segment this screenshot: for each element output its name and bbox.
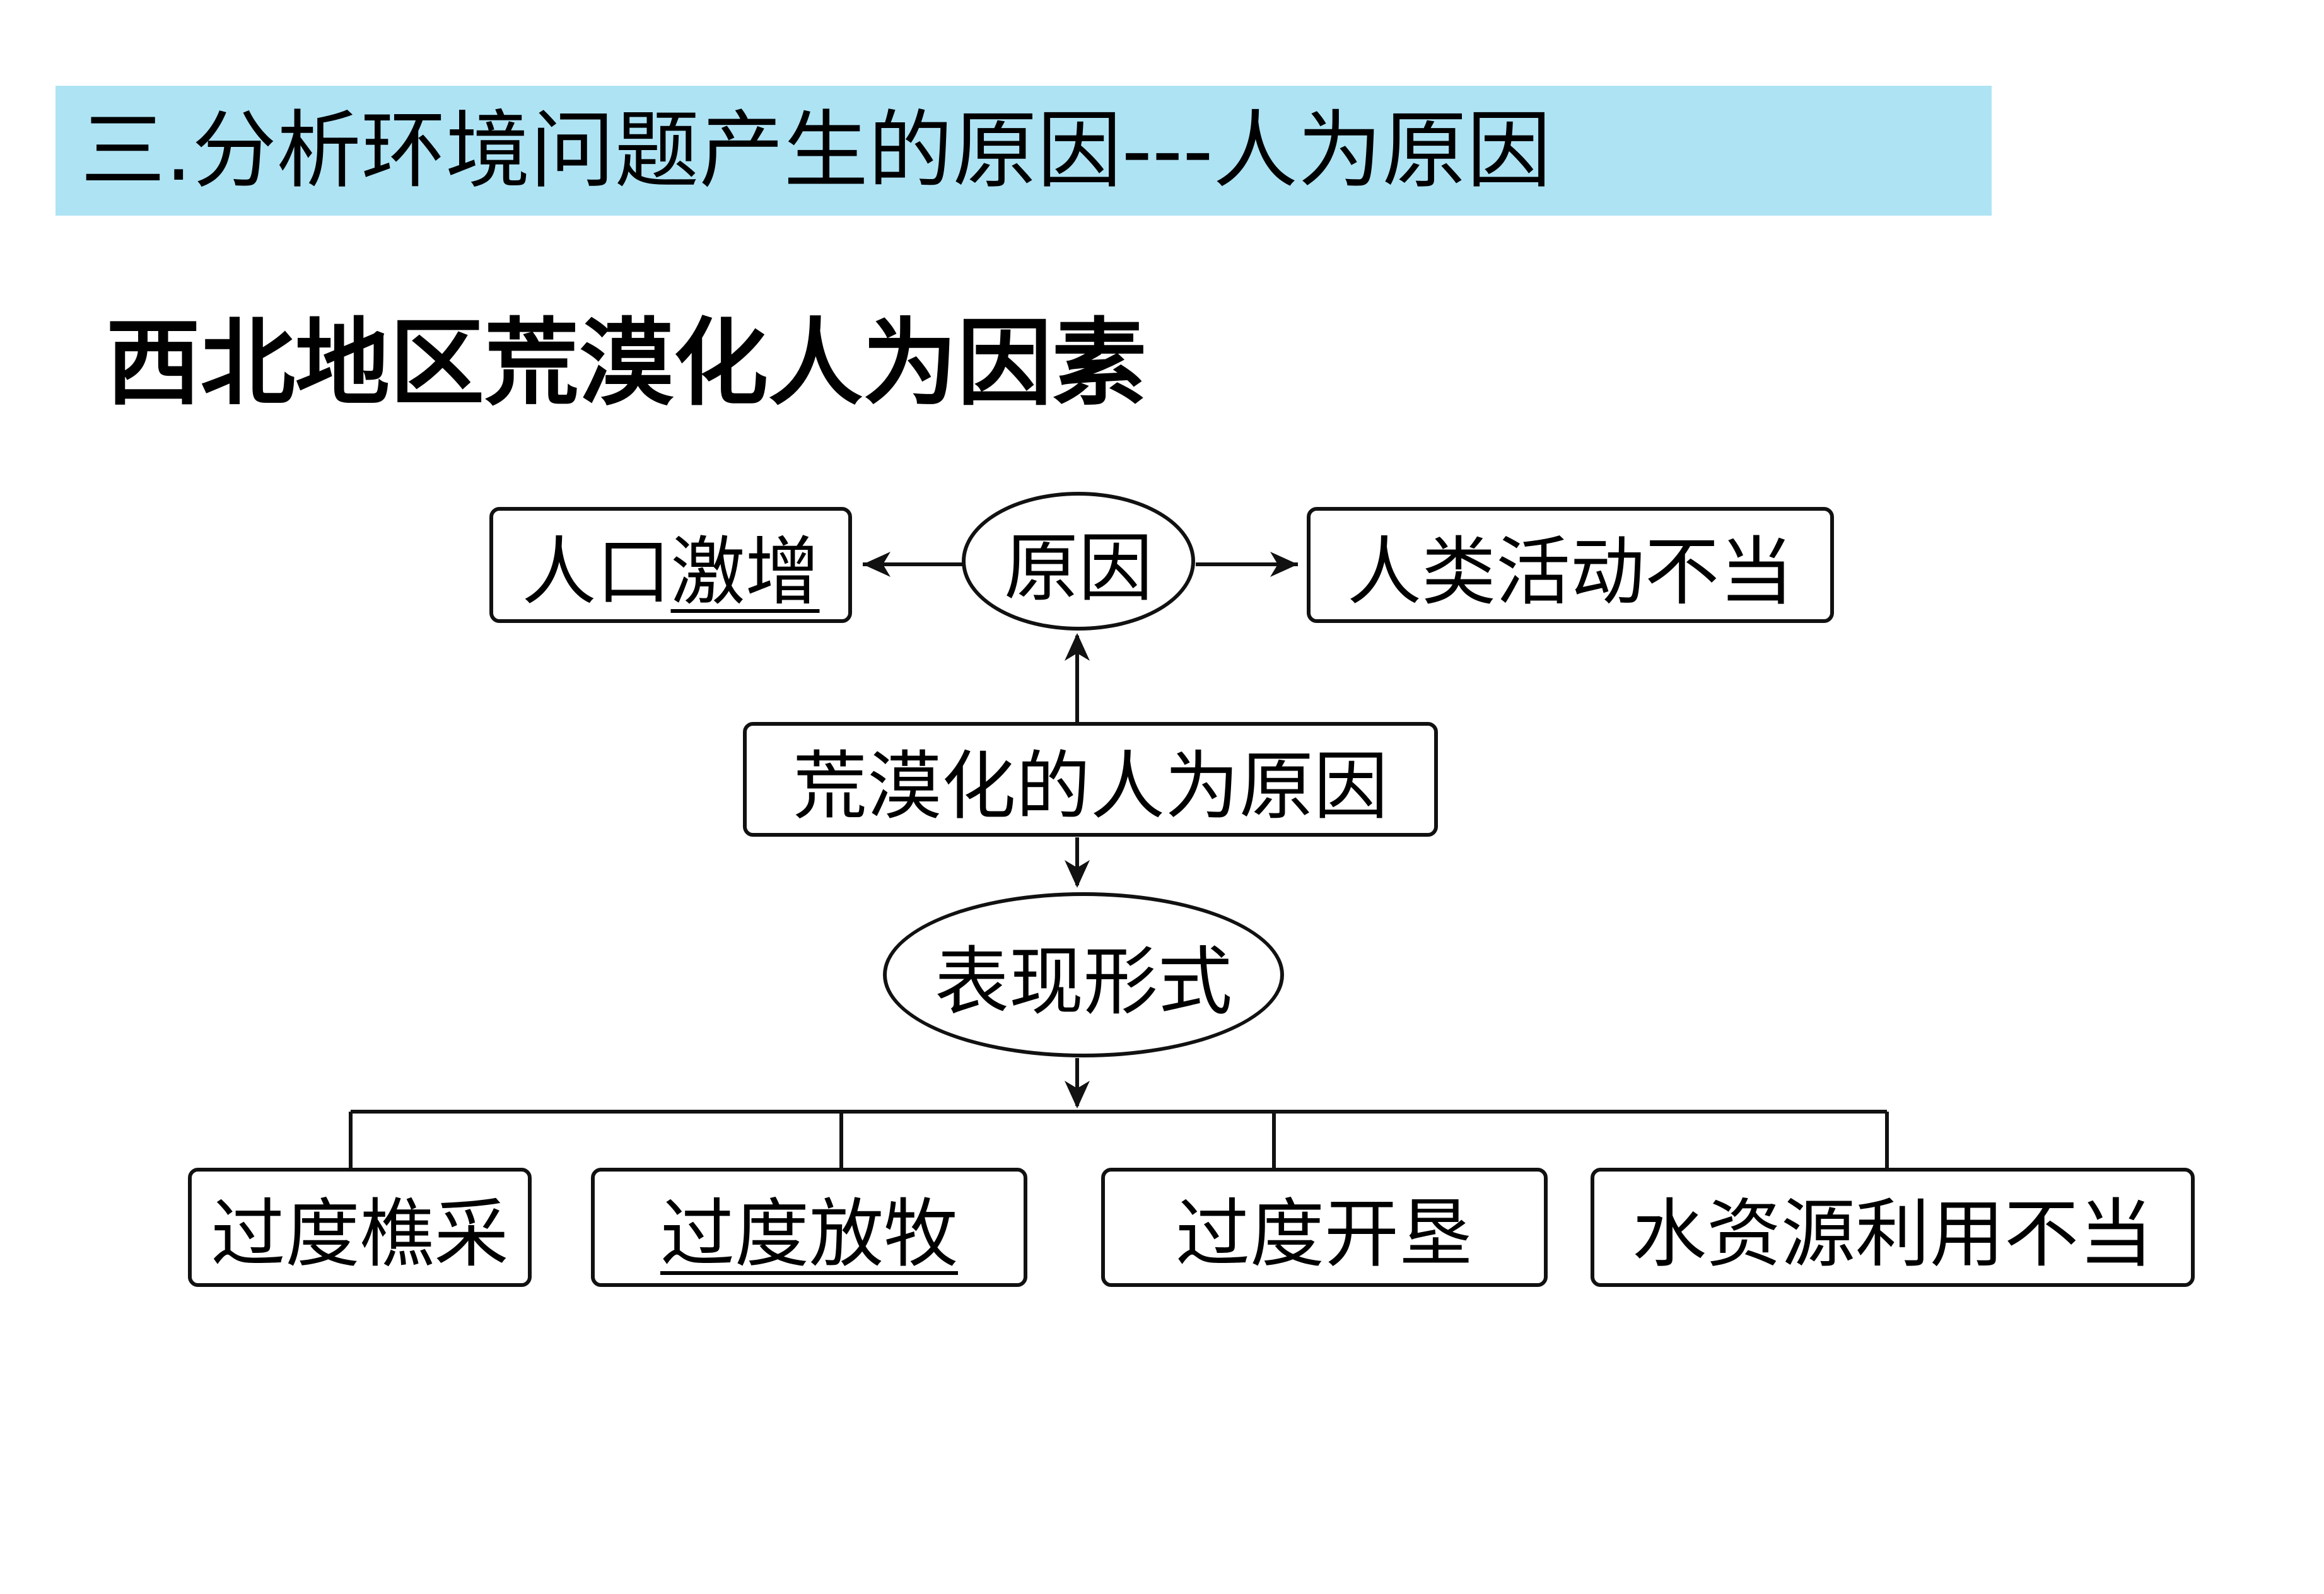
slide-title: 三.分析环境问题产生的原因---人为原因	[81, 102, 1551, 200]
arrowhead-down-2	[1065, 1081, 1090, 1108]
arrowhead-left	[863, 552, 890, 577]
arrowhead-right	[1270, 552, 1298, 577]
title-bar: 三.分析环境问题产生的原因---人为原因	[55, 86, 1992, 216]
surge-label: 激增	[670, 528, 820, 615]
node-population-surge: 人口激增	[489, 507, 852, 623]
slide-subtitle: 西北地区荒漠化人为因素	[106, 309, 1147, 419]
leaf-overcutting: 过度樵采	[188, 1168, 532, 1287]
overgrazing-label: 过度放牧	[660, 1190, 958, 1277]
population-label: 人口	[522, 528, 671, 615]
leaf-water-misuse: 水资源利用不当	[1591, 1168, 2195, 1287]
leaf-overgrazing: 过度放牧	[591, 1168, 1027, 1287]
node-improper-human-activity: 人类活动不当	[1307, 507, 1834, 623]
arrowhead-up	[1065, 633, 1090, 661]
node-cause: 原因	[962, 492, 1195, 631]
arrowhead-down-1	[1065, 860, 1090, 888]
node-forms: 表现形式	[883, 892, 1284, 1057]
leaf-overcultivation: 过度开垦	[1101, 1168, 1548, 1287]
node-human-causes: 荒漠化的人为原因	[743, 722, 1438, 837]
